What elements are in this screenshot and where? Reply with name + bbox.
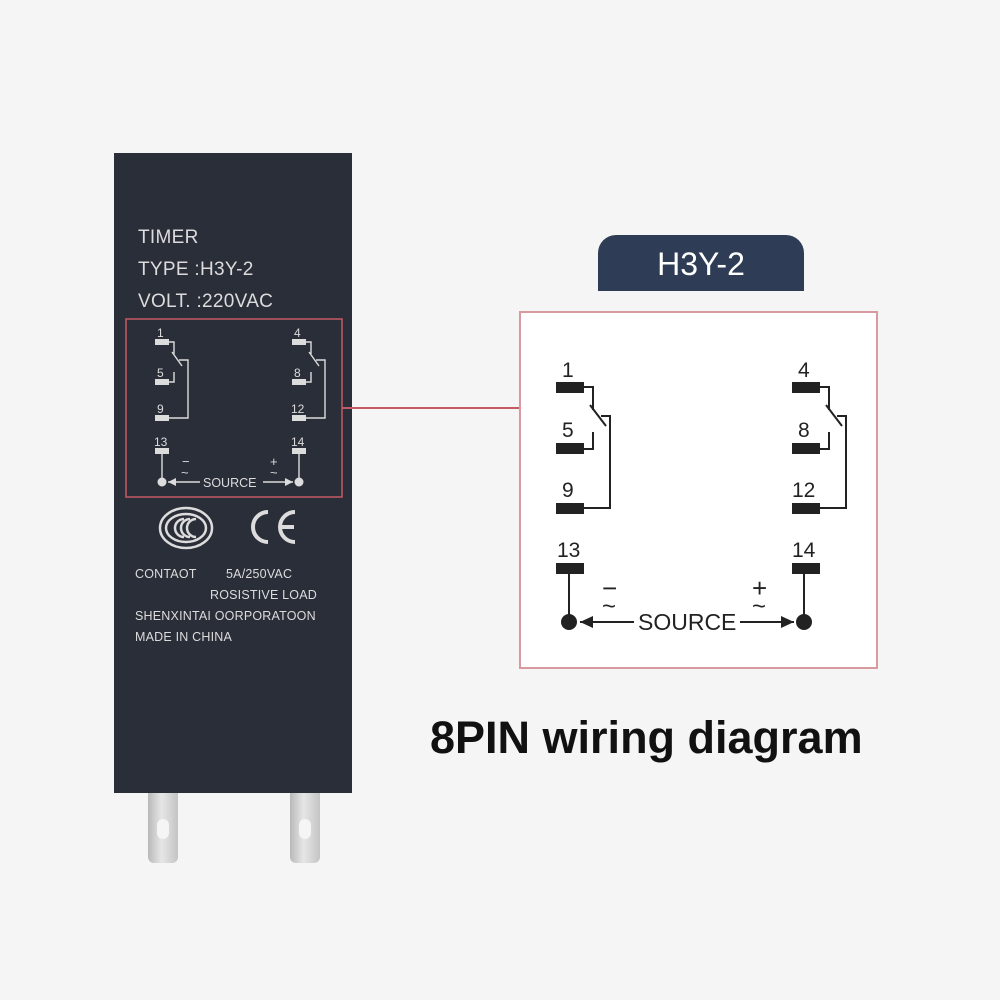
relay-pin-4-label: 4 <box>294 326 301 340</box>
relay-pin-left <box>148 793 178 863</box>
pin-12-label: 12 <box>792 479 815 502</box>
wiring-diagram-box <box>519 311 878 669</box>
relay-contact-label: CONTAOT <box>135 567 197 581</box>
relay-minus-sign: − <box>182 454 190 469</box>
relay-load-label: ROSISTIVE LOAD <box>210 588 317 602</box>
relay-maker: SHENXINTAI OORPORATOON <box>135 609 316 623</box>
relay-pin-13-label: 13 <box>154 435 168 449</box>
relay-plus-ac: ~ <box>270 465 278 480</box>
relay-pin-12-label: 12 <box>291 402 305 416</box>
relay-pin-9-label: 9 <box>157 402 164 416</box>
large-wiring-diagram <box>556 382 847 630</box>
pin-14-label: 14 <box>792 539 816 562</box>
relay-contact-rating: 5A/250VAC <box>226 567 293 581</box>
relay-label-type: TYPE :H3Y-2 <box>138 259 254 280</box>
relay-pin-right <box>290 793 320 863</box>
plus-sign: + <box>752 573 767 603</box>
pin-13-label: 13 <box>557 539 580 562</box>
ccc-mark-icon <box>158 506 214 550</box>
minus-sign: − <box>602 573 617 603</box>
relay-label-timer: TIMER <box>138 227 199 248</box>
relay-pin-8-label: 8 <box>294 366 301 380</box>
pin-5-label: 5 <box>562 419 574 442</box>
relay-origin: MADE IN CHINA <box>135 630 233 644</box>
pin-9-label: 9 <box>562 479 574 502</box>
relay-plus-sign: + <box>270 454 278 469</box>
relay-pin-5-label: 5 <box>157 366 164 380</box>
diagram-caption: 8PIN wiring diagram <box>430 712 863 763</box>
relay-mini-diagram <box>155 339 326 487</box>
model-badge: H3Y-2 <box>598 235 804 291</box>
plus-ac-symbol: ~ <box>752 593 766 620</box>
relay-label-volt: VOLT. :220VAC <box>138 291 274 312</box>
ce-mark-icon <box>251 510 296 544</box>
relay-body <box>114 153 352 793</box>
relay-pin-14-label: 14 <box>291 435 305 449</box>
relay-source-label: SOURCE <box>203 476 256 490</box>
pin-8-label: 8 <box>798 419 810 442</box>
pin-1-label: 1 <box>562 359 574 382</box>
minus-ac-symbol: ~ <box>602 593 616 620</box>
relay-minus-ac: ~ <box>181 465 189 480</box>
relay-pin-1-label: 1 <box>157 326 164 340</box>
source-label: SOURCE <box>638 609 736 635</box>
pin-4-label: 4 <box>798 359 810 382</box>
